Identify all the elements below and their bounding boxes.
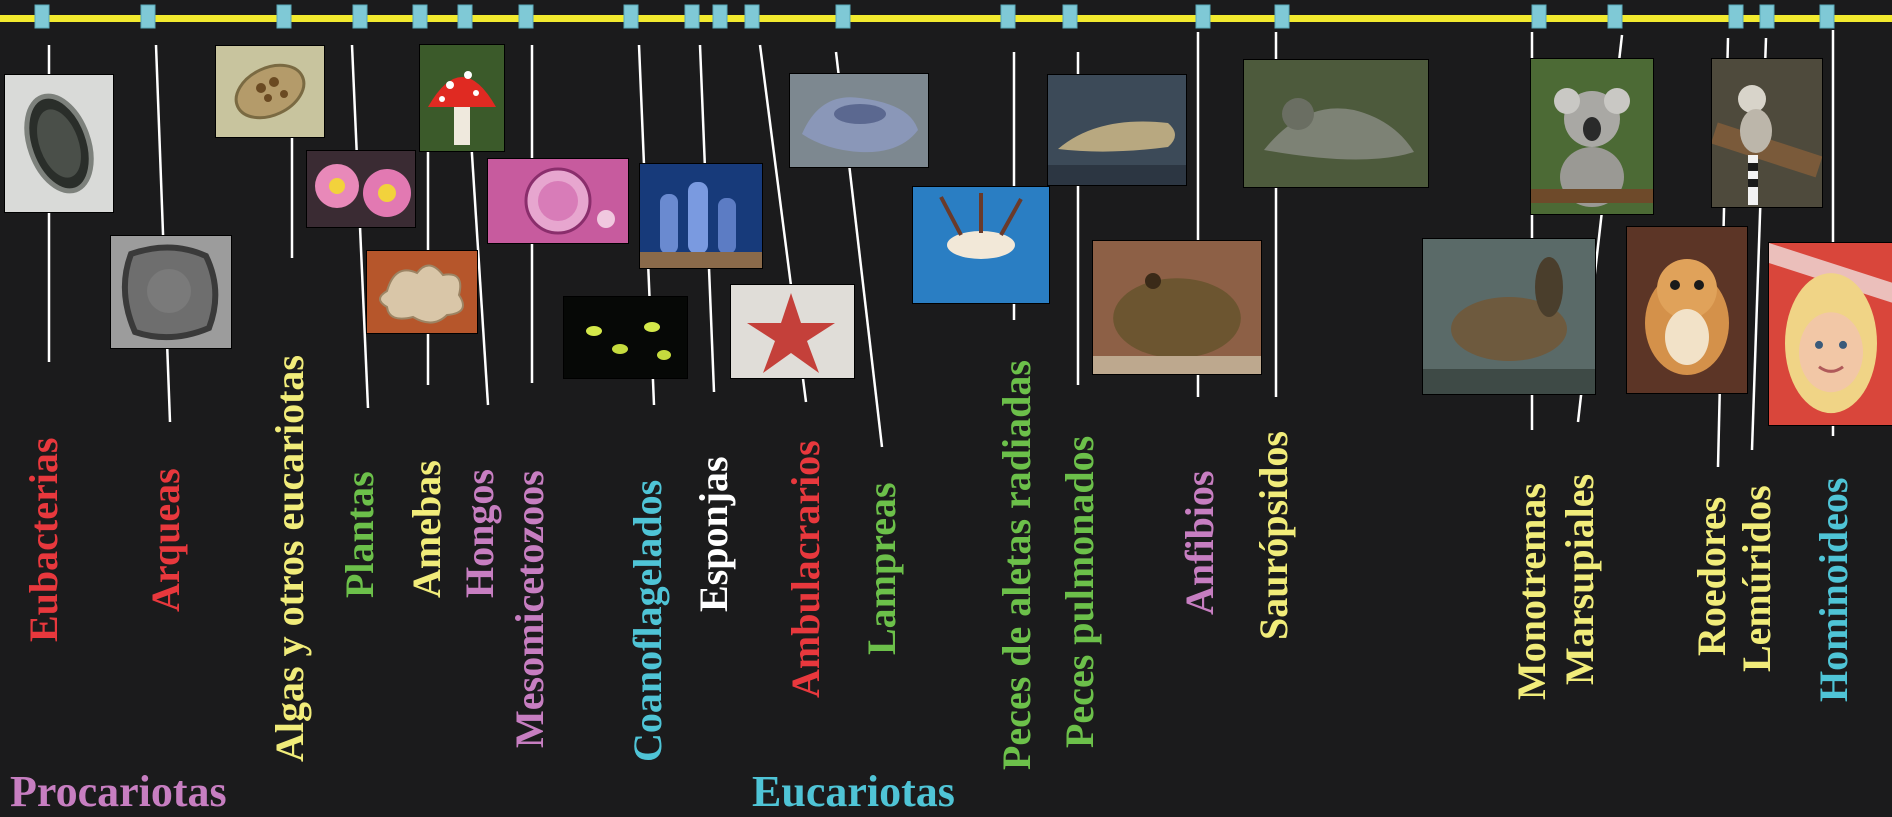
timeline-marker	[353, 5, 367, 28]
timeline-marker	[1760, 5, 1774, 28]
timeline-marker	[624, 5, 638, 28]
taxon-label-lampreas: Lampreas	[860, 482, 904, 655]
connector-line	[156, 45, 170, 422]
timeline-marker	[745, 5, 759, 28]
archaeon-photo	[110, 235, 232, 349]
red-mushroom-photo	[419, 44, 505, 152]
taxon-label-anfibios: Anfibios	[1178, 471, 1222, 616]
taxon-label-mesomicetozoos: Mesomicetozoos	[508, 470, 552, 748]
lemur-photo	[1711, 58, 1823, 208]
timeline-marker	[1196, 5, 1210, 28]
timeline-marker	[141, 5, 155, 28]
alga-photo	[215, 45, 325, 138]
taxon-label-peces-de-aletas-radiadas: Peces de aletas radiadas	[995, 360, 1039, 770]
timeline-marker	[1608, 5, 1622, 28]
taxon-label-esponjas: Esponjas	[692, 456, 736, 612]
taxon-label-amebas: Amebas	[405, 460, 449, 598]
taxon-label-ambulacrarios: Ambulacrarios	[784, 440, 828, 698]
taxon-label-lemuridos: Lemúridos	[1735, 485, 1779, 672]
taxon-label-algas-y-otros-eucariotas: Algas y otros eucariotas	[268, 355, 312, 762]
platypus-photo	[1530, 58, 1654, 215]
koala-photo	[1422, 238, 1596, 395]
amoeba-photo	[366, 250, 478, 334]
timeline-marker	[1063, 5, 1077, 28]
toad-photo	[1092, 240, 1262, 375]
taxon-label-roedores: Roedores	[1690, 497, 1734, 656]
timeline-marker	[685, 5, 699, 28]
taxon-label-marsupiales: Marsupiales	[1558, 474, 1602, 685]
timeline-marker	[713, 5, 727, 28]
timeline-marker	[1275, 5, 1289, 28]
timeline-marker	[413, 5, 427, 28]
lionfish-photo	[912, 186, 1050, 304]
timeline-marker	[35, 5, 49, 28]
timeline-marker	[1729, 5, 1743, 28]
timeline-marker	[1532, 5, 1546, 28]
hamster-photo	[1626, 226, 1748, 394]
lamprey-photo	[789, 73, 929, 168]
timeline-marker	[1001, 5, 1015, 28]
starfish-photo	[730, 284, 855, 379]
flagellates-photo	[563, 296, 688, 379]
group-label-procariotas: Procariotas	[10, 766, 227, 817]
taxon-label-coanoflagelados: Coanoflagelados	[626, 480, 670, 762]
timeline-marker	[836, 5, 850, 28]
taxon-label-hominoideos: Hominoideos	[1812, 478, 1856, 702]
taxon-label-monotremas: Monotremas	[1510, 483, 1554, 700]
sponges-photo	[639, 163, 763, 269]
taxon-label-eubacterias: Eubacterias	[22, 438, 66, 642]
taxon-label-hongos: Hongos	[458, 469, 502, 598]
timeline-marker	[519, 5, 533, 28]
taxon-label-peces-pulmonados: Peces pulmonados	[1058, 436, 1102, 748]
taxon-label-sauropsidos: Saurópsidos	[1252, 431, 1296, 640]
taxon-label-arqueas: Arqueas	[144, 468, 188, 612]
tissue-cells-photo	[487, 158, 629, 244]
group-label-eucariotas: Eucariotas	[752, 766, 955, 817]
timeline-marker	[277, 5, 291, 28]
taxon-label-plantas: Plantas	[338, 471, 382, 598]
timeline-marker	[458, 5, 472, 28]
iguana-photo	[1243, 59, 1429, 188]
cactus-flowers-photo	[306, 150, 416, 228]
bacterium-photo	[4, 74, 114, 213]
timeline-marker	[1820, 5, 1834, 28]
lungfish-photo	[1047, 74, 1187, 186]
girl-photo	[1768, 242, 1892, 426]
